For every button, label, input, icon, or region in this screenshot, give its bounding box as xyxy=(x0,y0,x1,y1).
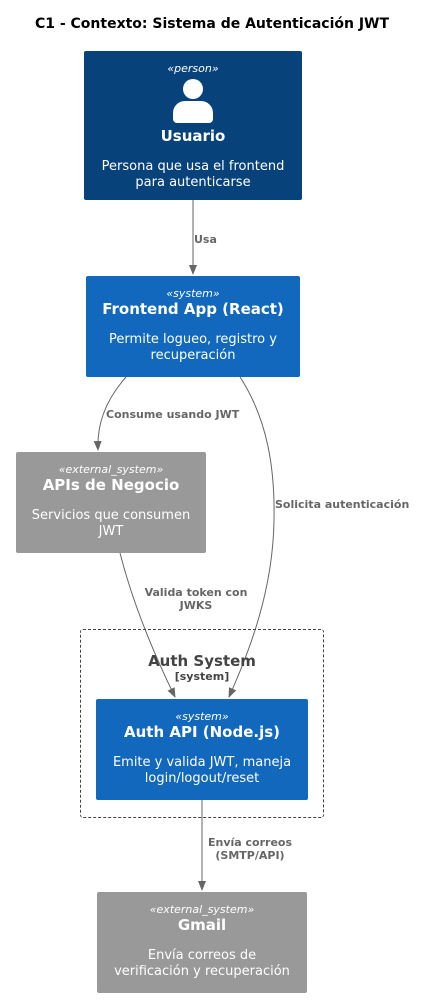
node-description: Servicios que consumen JWT xyxy=(31,508,191,539)
node-stereotype: «system» xyxy=(175,710,229,723)
edge-label-usa: Usa xyxy=(194,233,217,246)
node-stereotype: «external_system» xyxy=(149,903,255,916)
node-description: Emite y valida JWT, maneja login/logout/… xyxy=(112,755,292,786)
node-description: Permite logueo, registro y recuperación xyxy=(109,332,277,363)
edge-label-solicita: Solicita autenticación xyxy=(275,498,410,511)
person-icon xyxy=(173,79,213,125)
node-gmail[interactable]: «external_system» Gmail Envía correos de… xyxy=(97,892,307,993)
node-auth-api[interactable]: «system» Auth API (Node.js) Emite y vali… xyxy=(96,699,308,800)
boundary-title: Auth System xyxy=(148,652,256,670)
edge-solicita xyxy=(228,376,275,698)
node-description: Envía correos de verificación y recupera… xyxy=(114,948,290,979)
node-stereotype: «external_system» xyxy=(58,463,164,476)
node-frontend-app[interactable]: «system» Frontend App (React) Permite lo… xyxy=(86,276,300,377)
node-usuario[interactable]: «person» Usuario Persona que usa el fron… xyxy=(84,51,302,200)
boundary-tag: [system] xyxy=(174,670,230,683)
node-apis-de-negocio[interactable]: «external_system» APIs de Negocio Servic… xyxy=(16,452,206,553)
edge-label-valida: Valida token con JWKS xyxy=(144,586,248,612)
auth-system-boundary: Auth System [system] xyxy=(80,629,324,818)
node-stereotype: «system» xyxy=(166,287,220,300)
node-description: Persona que usa el frontend para autenti… xyxy=(101,159,285,190)
node-name: Usuario xyxy=(160,127,226,145)
node-name: Frontend App (React) xyxy=(102,300,284,318)
node-name: APIs de Negocio xyxy=(42,476,180,494)
diagram-title: C1 - Contexto: Sistema de Autenticación … xyxy=(34,16,390,32)
edge-consume xyxy=(93,376,127,451)
node-name: Auth API (Node.js) xyxy=(123,723,280,741)
edge-valida xyxy=(119,552,176,698)
edge-label-envia: Envía correos (SMTP/API) xyxy=(207,836,293,862)
edge-label-consume: Consume usando JWT xyxy=(106,408,240,421)
node-name: Gmail xyxy=(177,916,227,934)
node-stereotype: «person» xyxy=(167,62,219,75)
